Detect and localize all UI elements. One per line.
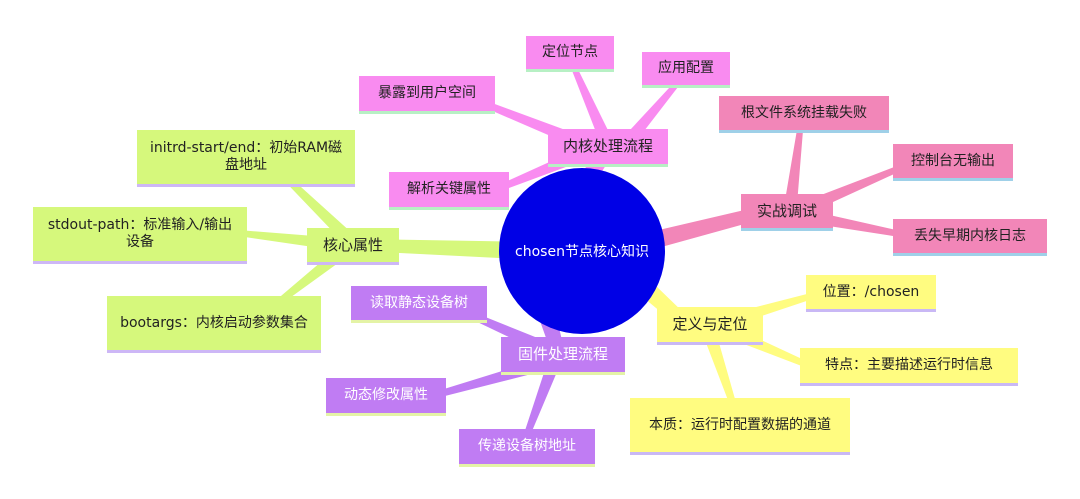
branch-core-props-label: 核心属性 <box>322 235 383 254</box>
leaf-read-static-dt[interactable]: 读取静态设备树 <box>351 286 487 323</box>
leaf-label: 位置：/chosen <box>822 283 920 300</box>
leaf-essence[interactable]: 本质：运行时配置数据的通道 <box>630 398 850 455</box>
leaf-label: 特点：主要描述运行时信息 <box>825 357 993 373</box>
central-node-label: chosen节点核心知识 <box>515 244 649 260</box>
leaf-label: 动态修改属性 <box>344 387 428 403</box>
leaf-feature[interactable]: 特点：主要描述运行时信息 <box>800 348 1018 386</box>
leaf-label: 传递设备树地址 <box>478 438 576 454</box>
leaf-label: 丢失早期内核日志 <box>914 227 1026 244</box>
branch-definition[interactable]: 定义与定位 <box>657 307 763 345</box>
leaf-bootargs[interactable]: bootargs：内核启动参数集合 <box>107 296 321 353</box>
leaf-label: 本质：运行时配置数据的通道 <box>649 416 831 433</box>
leaf-label: 定位节点 <box>542 44 598 60</box>
leaf-label: initrd-start/end：初始RAM磁盘地址 <box>149 140 343 173</box>
central-node[interactable]: chosen节点核心知识 <box>499 168 665 334</box>
leaf-locate-node[interactable]: 定位节点 <box>526 36 614 72</box>
leaf-initrd[interactable]: initrd-start/end：初始RAM磁盘地址 <box>137 130 355 187</box>
leaf-dynamic-modify[interactable]: 动态修改属性 <box>326 378 446 416</box>
leaf-rootfs-mount-fail[interactable]: 根文件系统挂载失败 <box>719 96 889 133</box>
leaf-expose-userspace[interactable]: 暴露到用户空间 <box>359 76 495 114</box>
leaf-location[interactable]: 位置：/chosen <box>806 275 936 312</box>
leaf-label: 解析关键属性 <box>407 181 491 197</box>
leaf-label: 暴露到用户空间 <box>378 85 476 101</box>
branch-kernel-flow-label: 内核处理流程 <box>562 137 653 155</box>
branch-firmware-flow[interactable]: 固件处理流程 <box>501 337 625 375</box>
leaf-parse-key-props[interactable]: 解析关键属性 <box>389 172 509 210</box>
leaf-label: 控制台无输出 <box>911 152 995 169</box>
leaf-label: 应用配置 <box>658 60 714 76</box>
branch-debug-label: 实战调试 <box>756 201 817 220</box>
leaf-label: bootargs：内核启动参数集合 <box>120 314 308 331</box>
leaf-no-console-output[interactable]: 控制台无输出 <box>893 144 1013 181</box>
branch-firmware-flow-label: 固件处理流程 <box>517 345 608 363</box>
leaf-label: stdout-path：标准输入/输出设备 <box>47 217 233 250</box>
leaf-label: 读取静态设备树 <box>370 294 468 311</box>
leaf-apply-config[interactable]: 应用配置 <box>642 52 730 88</box>
leaf-label: 根文件系统挂载失败 <box>741 104 867 121</box>
branch-debug[interactable]: 实战调试 <box>741 194 833 231</box>
branch-definition-label: 定义与定位 <box>672 315 748 333</box>
leaf-pass-dt-address[interactable]: 传递设备树地址 <box>459 429 595 467</box>
branch-core-props[interactable]: 核心属性 <box>307 228 399 265</box>
leaf-lost-early-log[interactable]: 丢失早期内核日志 <box>893 219 1047 256</box>
branch-kernel-flow[interactable]: 内核处理流程 <box>548 129 668 167</box>
leaf-stdout-path[interactable]: stdout-path：标准输入/输出设备 <box>33 207 247 264</box>
edge-center-core <box>389 239 511 259</box>
